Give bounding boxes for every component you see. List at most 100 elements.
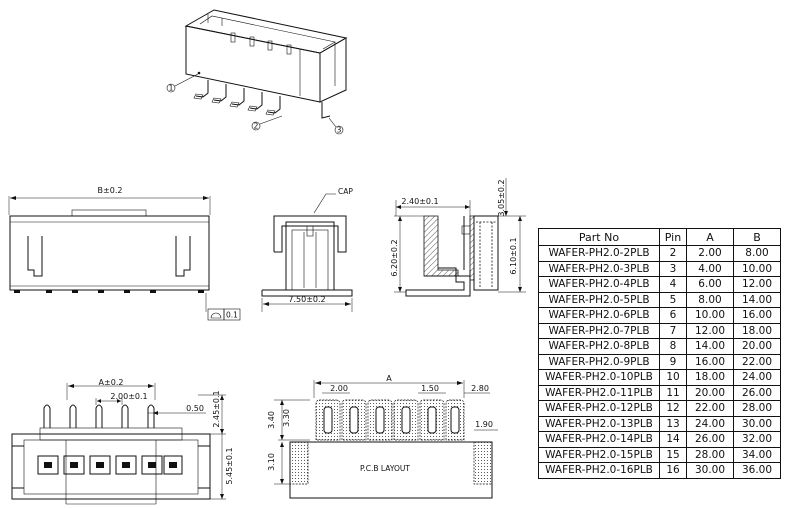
bottom-contacts	[37, 455, 183, 475]
cell-a: 8.00	[686, 291, 734, 308]
cell-part-no: WAFER-PH2.0-11PLB	[538, 384, 660, 401]
cell-part-no: WAFER-PH2.0-10PLB	[538, 369, 660, 386]
cell-pin: 11	[659, 384, 687, 401]
cell-pin: 14	[659, 431, 687, 448]
header-a: A	[686, 228, 734, 246]
cell-b: 26.00	[733, 384, 781, 401]
header-part-no: Part No	[538, 228, 660, 246]
header-b: B	[733, 228, 781, 246]
cell-b: 34.00	[733, 446, 781, 463]
side-view: CAP 7.50±0.2	[261, 187, 353, 312]
cell-part-no: WAFER-PH2.0-3PLB	[538, 260, 660, 277]
pcb-dim-a: A	[386, 374, 392, 383]
cell-a: 12.00	[686, 322, 734, 339]
table-header-row: Part No Pin A B	[538, 228, 781, 246]
cell-part-no: WAFER-PH2.0-8PLB	[538, 338, 660, 355]
cell-b: 32.00	[733, 431, 781, 448]
cell-a: 22.00	[686, 400, 734, 417]
cell-a: 26.00	[686, 431, 734, 448]
cell-b: 8.00	[733, 245, 781, 262]
bottom-pins	[43, 404, 155, 428]
cell-a: 28.00	[686, 446, 734, 463]
callout-1: 1	[166, 84, 176, 93]
cell-b: 30.00	[733, 415, 781, 432]
callout-3: 3	[334, 126, 344, 135]
side-dim-width: 7.50±0.2	[288, 295, 325, 304]
bottom-view: A±0.2 2.00±0.1 0.50	[11, 378, 234, 505]
cell-part-no: WAFER-PH2.0-15PLB	[538, 446, 660, 463]
cell-b: 20.00	[733, 338, 781, 355]
pcb-dim-pad: 1.50	[421, 384, 439, 393]
pcb-dim-bottom-height: 3.10	[267, 453, 276, 471]
bottom-dim-a: A±0.2	[99, 378, 124, 387]
pcb-layout-label: P.C.B LAYOUT	[360, 464, 410, 473]
section-dim-left: 6.20±0.2	[390, 239, 399, 276]
cell-a: 2.00	[686, 245, 734, 262]
pcb-dim-edge: 2.80	[471, 384, 489, 393]
cell-pin: 5	[659, 291, 687, 308]
cell-pin: 10	[659, 369, 687, 386]
cell-a: 18.00	[686, 369, 734, 386]
cell-b: 18.00	[733, 322, 781, 339]
iso-pins	[193, 32, 292, 116]
pcb-mount-pad-right	[473, 441, 493, 485]
svg-text:2: 2	[254, 122, 259, 131]
cell-b: 16.00	[733, 307, 781, 324]
section-dim-right: 6.10±0.1	[509, 237, 518, 274]
cell-b: 12.00	[733, 276, 781, 293]
svg-text:3: 3	[337, 126, 342, 135]
cell-pin: 4	[659, 276, 687, 293]
pcb-layout: A 2.00 1.50 2.80 P.C.B LAYOUT 1.90	[267, 374, 498, 499]
front-view: B±0.2 0.1	[8, 186, 241, 321]
cell-pin: 8	[659, 338, 687, 355]
cell-a: 10.00	[686, 307, 734, 324]
cell-part-no: WAFER-PH2.0-4PLB	[538, 276, 660, 293]
iso-top-face	[184, 9, 348, 54]
cell-part-no: WAFER-PH2.0-13PLB	[538, 415, 660, 432]
bottom-dim-height1: 2.45±0.1	[212, 390, 221, 427]
flatness-symbol: 0.1	[207, 308, 241, 321]
cell-a: 4.00	[686, 260, 734, 277]
pcb-mount-pad-left	[289, 441, 309, 485]
cell-part-no: WAFER-PH2.0-5PLB	[538, 291, 660, 308]
cell-pin: 12	[659, 400, 687, 417]
bottom-dim-height2: 5.45±0.1	[225, 447, 234, 484]
header-pin: Pin	[659, 228, 687, 246]
pcb-dim-pitch: 2.00	[330, 384, 348, 393]
cell-a: 24.00	[686, 415, 734, 432]
section-view: 2.40±0.1 6.20±0.2 6.10±0.1 3.05±0.2	[390, 178, 526, 297]
cell-pin: 3	[659, 260, 687, 277]
cell-part-no: WAFER-PH2.0-9PLB	[538, 353, 660, 370]
svg-text:0.1: 0.1	[226, 311, 238, 320]
cell-b: 36.00	[733, 462, 781, 479]
section-housing	[423, 215, 459, 277]
svg-text:1: 1	[169, 84, 174, 93]
cell-b: 14.00	[733, 291, 781, 308]
cell-pin: 13	[659, 415, 687, 432]
callout-2: 2	[251, 122, 261, 131]
pcb-dim-top-height: 3.40	[267, 411, 276, 429]
cell-a: 16.00	[686, 353, 734, 370]
cell-pin: 2	[659, 245, 687, 262]
pcb-dim-pad-height: 3.30	[282, 409, 291, 427]
pcb-dim-small: 1.90	[475, 420, 493, 429]
cell-a: 14.00	[686, 338, 734, 355]
cell-part-no: WAFER-PH2.0-2PLB	[538, 245, 660, 262]
cell-part-no: WAFER-PH2.0-12PLB	[538, 400, 660, 417]
